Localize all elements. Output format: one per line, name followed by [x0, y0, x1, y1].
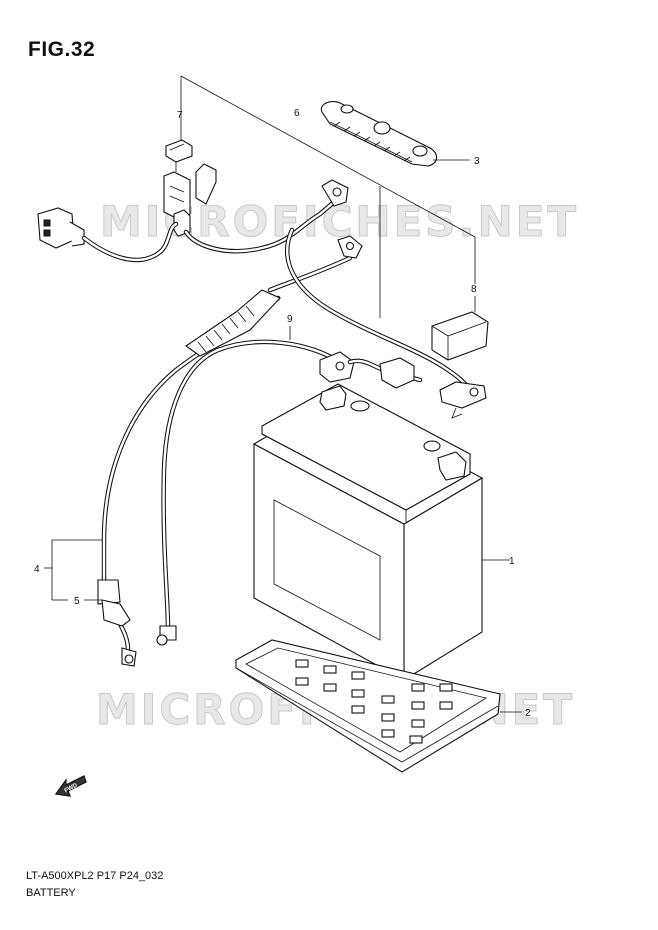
callout-7: 7	[177, 110, 183, 121]
terminal-cap-part	[431, 311, 489, 361]
figure-title: FIG.32	[28, 38, 96, 61]
callout-4: 4	[34, 564, 40, 575]
callout-6: 6	[294, 108, 300, 119]
harness-bracket-lines	[180, 75, 476, 318]
figure-name: BATTERY	[26, 887, 76, 899]
battery-part	[252, 383, 510, 681]
battery-band-part	[320, 101, 470, 167]
cable-bracket-lines	[44, 326, 291, 601]
figure-code: LT-A500XPL2 P17 P24_032	[26, 870, 164, 882]
callout-3: 3	[474, 156, 480, 167]
battery-cable-part	[97, 289, 281, 667]
fuse-holder	[163, 163, 217, 237]
wire-harness-part	[37, 179, 487, 419]
negative-cable-part	[156, 339, 423, 646]
callout-1: 1	[509, 556, 515, 567]
callout-2: 2	[525, 708, 531, 719]
terminal-cover-part	[101, 599, 131, 627]
tray-slots	[295, 659, 453, 744]
main-fuse-part	[165, 139, 193, 172]
battery-tray-part	[235, 639, 522, 773]
callout-5: 5	[74, 596, 80, 607]
fwd-arrow-icon: FWD	[54, 775, 87, 797]
callout-9: 9	[287, 314, 293, 325]
callout-8: 8	[471, 284, 477, 295]
